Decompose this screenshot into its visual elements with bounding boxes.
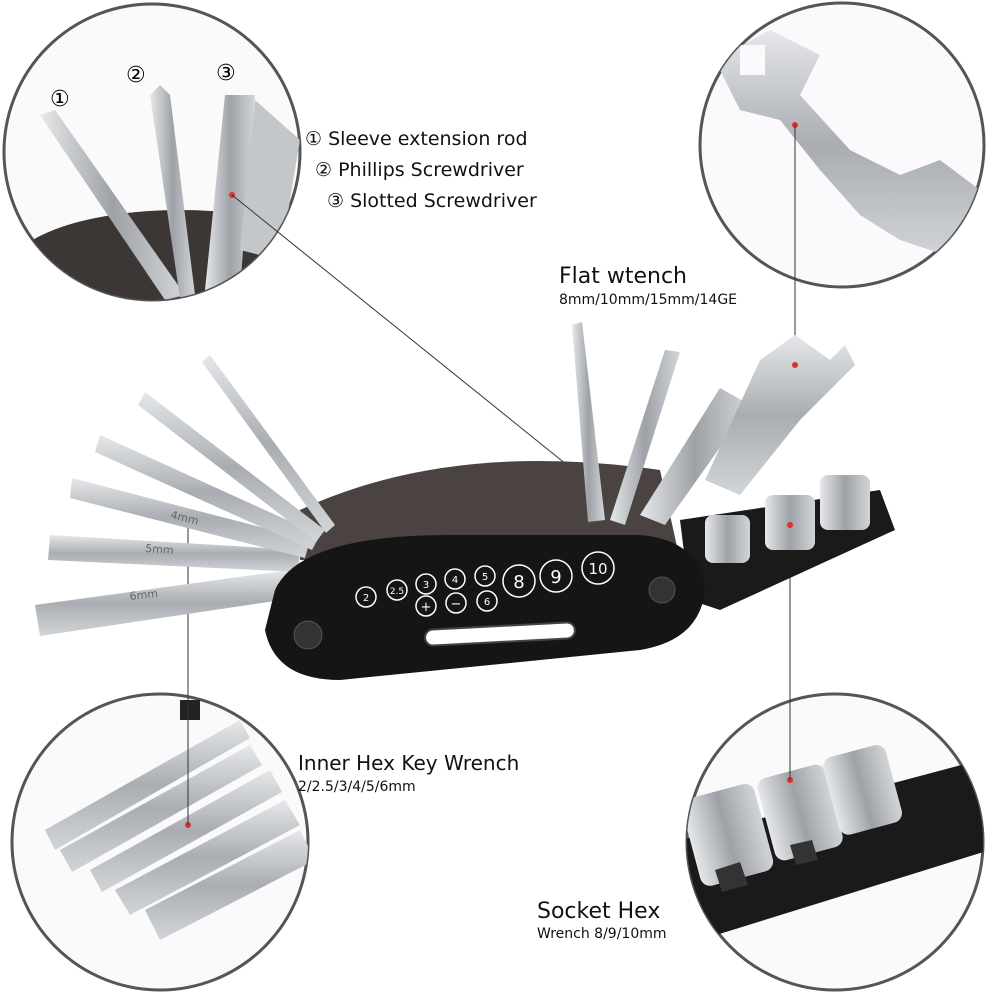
zoom-circle-screwdrivers bbox=[2, 2, 302, 302]
hex-key-title: Inner Hex Key Wrench bbox=[298, 751, 520, 775]
sleeve-rod bbox=[40, 110, 185, 300]
tool-handle bbox=[265, 535, 705, 680]
circle-number-1: ① bbox=[50, 87, 70, 112]
svg-text:5mm: 5mm bbox=[145, 542, 174, 557]
socket-sizes: Wrench 8/9/10mm bbox=[537, 926, 667, 942]
zoom-circle-hex-keys bbox=[10, 692, 310, 992]
circle-number-2: ② bbox=[126, 63, 146, 88]
zoom-circle-sockets bbox=[685, 692, 985, 992]
phillips-bit bbox=[150, 85, 195, 298]
svg-text:9: 9 bbox=[550, 567, 561, 588]
svg-text:+: + bbox=[421, 600, 432, 615]
flat-wrench-sizes: 8mm/10mm/15mm/14GE bbox=[559, 292, 738, 308]
flat-wrench-title: Flat wtench bbox=[559, 264, 688, 289]
parts-list: ① Sleeve extension rod ② Phillips Screwd… bbox=[305, 124, 537, 217]
svg-text:3: 3 bbox=[423, 580, 429, 591]
svg-text:6: 6 bbox=[484, 597, 490, 608]
svg-text:4: 4 bbox=[452, 575, 458, 586]
zoom-circle-flat-wrench bbox=[698, 1, 986, 289]
part-sleeve-rod: ① Sleeve extension rod bbox=[305, 128, 528, 150]
circle-number-3: ③ bbox=[216, 61, 236, 86]
svg-text:−: − bbox=[451, 597, 462, 612]
svg-text:6mm: 6mm bbox=[129, 587, 159, 603]
hex-key-4mm bbox=[70, 478, 310, 558]
hex-key-6mm bbox=[35, 570, 295, 636]
hex-key-sizes: 2/2.5/3/4/5/6mm bbox=[298, 779, 416, 795]
svg-text:5: 5 bbox=[482, 572, 488, 583]
socket-title: Socket Hex bbox=[537, 899, 661, 924]
svg-text:2: 2 bbox=[363, 593, 369, 604]
part-slotted: ③ Slotted Screwdriver bbox=[327, 190, 537, 212]
hex-key-5mm bbox=[48, 535, 300, 572]
svg-text:10: 10 bbox=[588, 560, 607, 578]
multi-tool: 6mm 5mm 4mm 2 2.5 3 4 5 bbox=[35, 322, 895, 680]
svg-text:8: 8 bbox=[513, 572, 524, 593]
svg-text:2.5: 2.5 bbox=[390, 587, 404, 597]
part-phillips: ② Phillips Screwdriver bbox=[315, 159, 524, 181]
